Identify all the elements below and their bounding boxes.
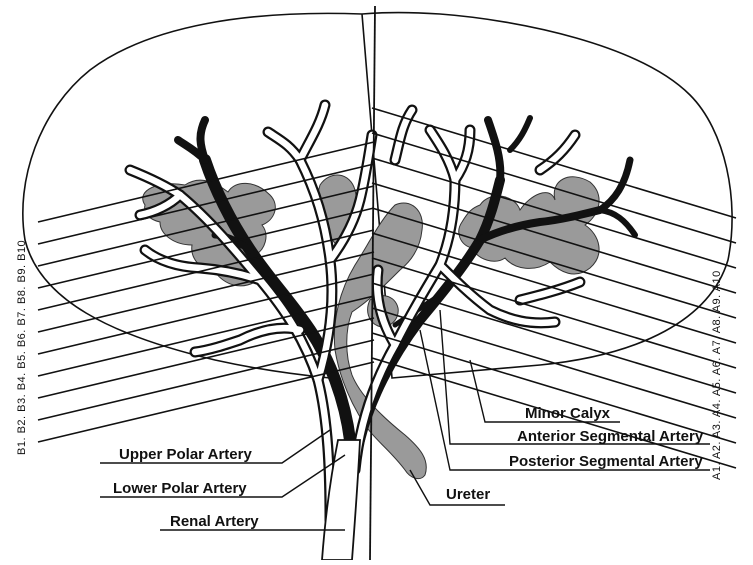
label-lower-polar-artery: Lower Polar Artery xyxy=(113,480,247,497)
label-anterior-segmental-artery: Anterior Segmental Artery xyxy=(517,428,704,445)
leader-anterior-segmental xyxy=(440,310,710,444)
section-line-right xyxy=(372,283,736,393)
side-label-right: A1. A2. A3. A4. A5. A6. A7. A8. A9. A10 xyxy=(711,270,723,480)
section-line-right xyxy=(372,333,736,443)
label-upper-polar-artery: Upper Polar Artery xyxy=(119,446,252,463)
leader-posterior-segmental xyxy=(420,330,710,470)
side-label-left: B1. B2. B3. B4. B5. B6. B7. B8. B9. B10 xyxy=(16,240,28,455)
label-minor-calyx: Minor Calyx xyxy=(525,405,611,422)
label-posterior-segmental-artery: Posterior Segmental Artery xyxy=(509,453,703,470)
label-ureter: Ureter xyxy=(446,486,490,503)
label-renal-artery: Renal Artery xyxy=(170,513,259,530)
